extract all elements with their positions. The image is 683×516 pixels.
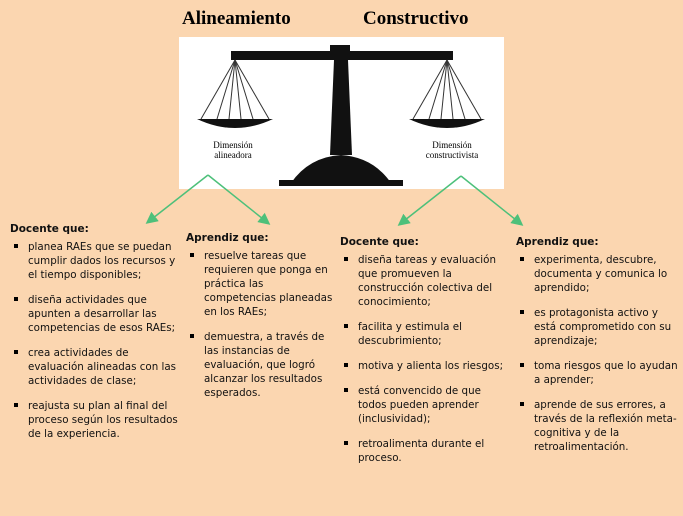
- column-aprendiz-alineador: Aprendiz que: resuelve tareas que requie…: [186, 231, 334, 411]
- column-docente-constructivista: Docente que: diseña tareas y evaluación …: [340, 235, 510, 476]
- title-alineamiento: Alineamiento: [182, 8, 291, 29]
- column-heading: Aprendiz que:: [516, 236, 599, 248]
- column-docente-alineador: Docente que: planea RAEs que se puedan c…: [10, 222, 178, 452]
- balance-scale-image: Dimensión alineadora Dimensión construct…: [179, 37, 504, 189]
- list-item: experimenta, descubre, documenta y comun…: [516, 253, 681, 295]
- list-item: facilita y estimula el descubrimiento;: [340, 320, 510, 348]
- list-item: planea RAEs que se puedan cumplir dados …: [10, 240, 178, 282]
- list-item: resuelve tareas que requieren que ponga …: [186, 249, 334, 319]
- list-item: diseña tareas y evaluación que promueven…: [340, 253, 510, 309]
- list-item: reajusta su plan al final del proceso se…: [10, 399, 178, 441]
- column-aprendiz-constructivista: Aprendiz que: experimenta, descubre, doc…: [516, 235, 681, 465]
- list-item: toma riesgos que lo ayudan a aprender;: [516, 359, 681, 387]
- column-heading: Docente que:: [340, 236, 419, 248]
- title-constructivo: Constructivo: [363, 8, 469, 29]
- column-heading: Docente que:: [10, 223, 89, 235]
- column-heading: Aprendiz que:: [186, 232, 269, 244]
- list-item: demuestra, a través de las instancias de…: [186, 330, 334, 400]
- list-item: diseña actividades que apunten a desarro…: [10, 293, 178, 335]
- dimension-constructivista-label: Dimensión constructivista: [425, 140, 479, 160]
- balance-scale-icon: [197, 45, 485, 186]
- list-item: crea actividades de evaluación alineadas…: [10, 346, 178, 388]
- list-item: está convencido de que todos pueden apre…: [340, 384, 510, 426]
- list-item: retroalimenta durante el proceso.: [340, 437, 510, 465]
- list-item: es protagonista activo y está comprometi…: [516, 306, 681, 348]
- dimension-alineadora-label: Dimensión alineadora: [213, 140, 253, 160]
- list-item: motiva y alienta los riesgos;: [340, 359, 510, 373]
- list-item: aprende de sus errores, a través de la r…: [516, 398, 681, 454]
